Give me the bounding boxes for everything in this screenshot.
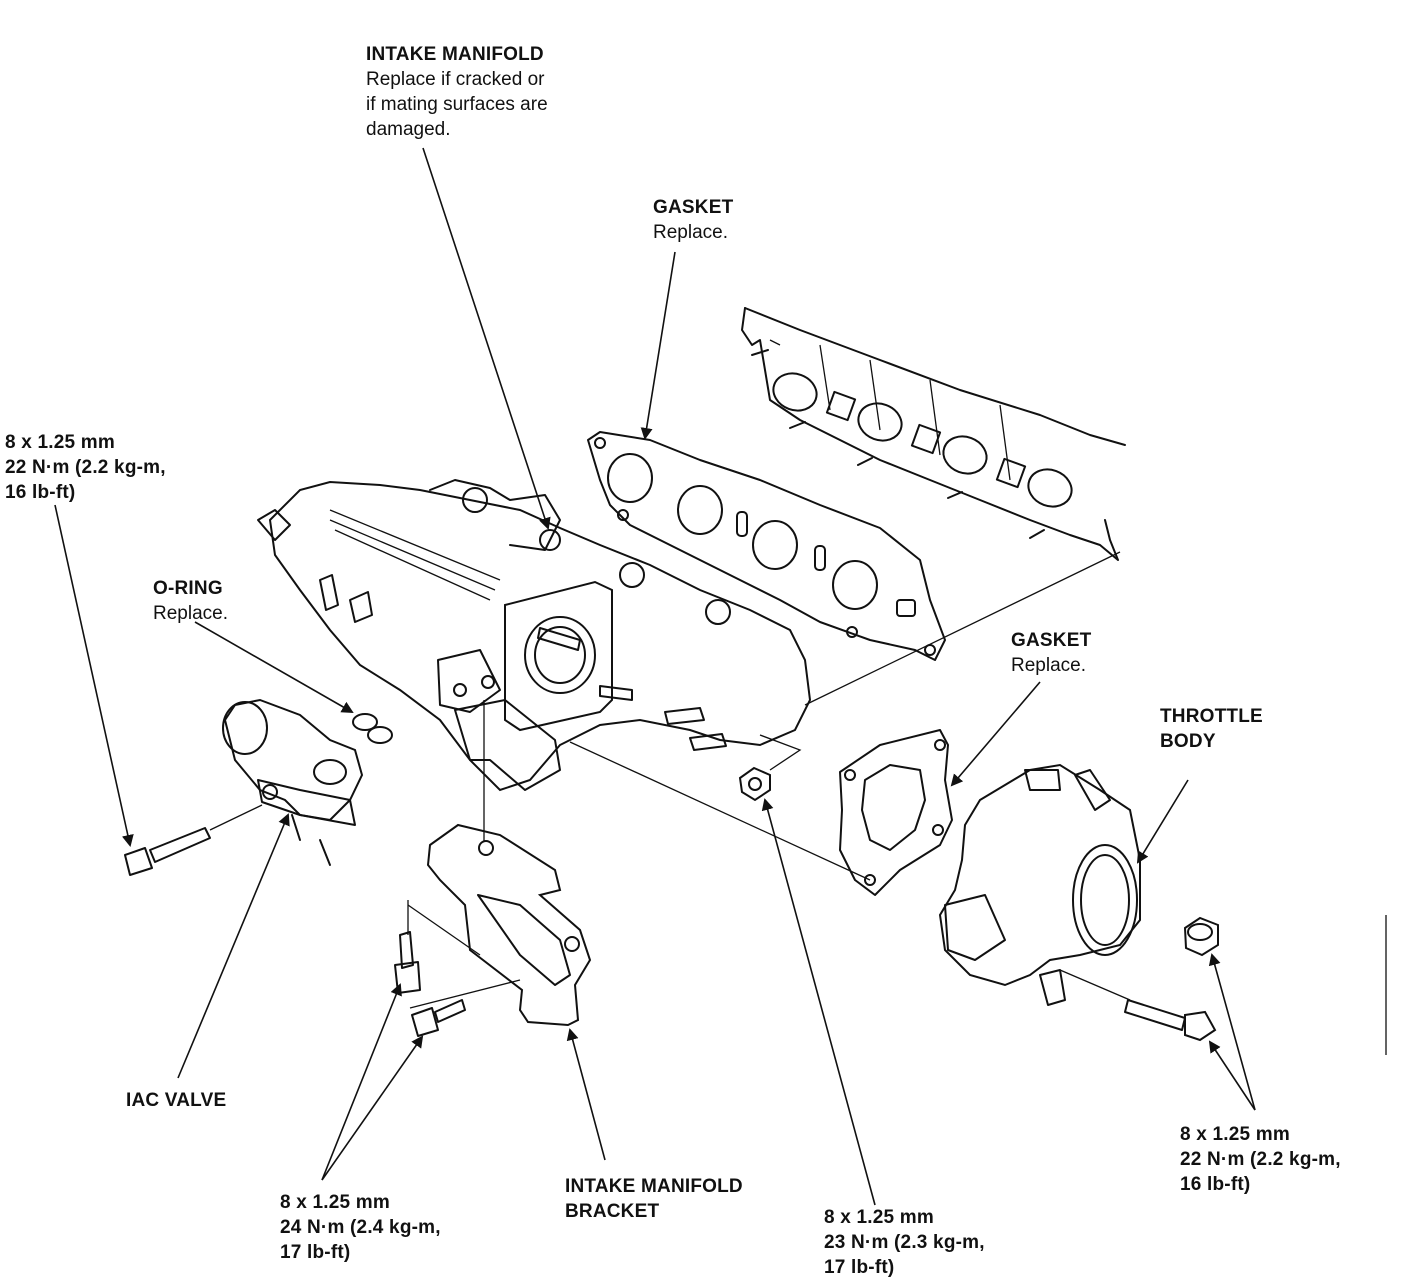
intake-manifold-note-line3: damaged. (366, 119, 451, 140)
throttle-body-line1: THROTTLE (1160, 706, 1263, 727)
center-nut-spec-label: 8 x 1.25 mm 23 N·m (2.3 kg-m, 17 lb-ft) (824, 1205, 985, 1280)
bracket-bolts (394, 900, 481, 1037)
bracket-bolt-spec-line2: 24 N·m (2.4 kg-m, (280, 1217, 441, 1238)
intake-manifold-note-line2: if mating surfaces are (366, 94, 548, 115)
intake-manifold-title: INTAKE MANIFOLD (366, 44, 544, 65)
intake-manifold-part (257, 479, 812, 792)
o-ring-label: O-RING Replace. (153, 576, 228, 626)
iac-bolt-spec-line1: 8 x 1.25 mm (5, 432, 115, 453)
gasket-upper (587, 431, 946, 661)
gasket-lower-note: Replace. (1011, 655, 1086, 676)
bracket-label: INTAKE MANIFOLD BRACKET (565, 1174, 743, 1224)
intake-manifold-note-line1: Replace if cracked or (366, 69, 545, 90)
iac-bolt-spec-label: 8 x 1.25 mm 22 N·m (2.2 kg-m, 16 lb-ft) (5, 430, 166, 505)
bracket-line1: INTAKE MANIFOLD (565, 1176, 743, 1197)
o-ring-title: O-RING (153, 578, 223, 599)
center-nut-spec-line3: 17 lb-ft) (824, 1257, 895, 1278)
iac-bolt (124, 804, 263, 876)
throttle-body-label: THROTTLE BODY (1160, 704, 1263, 754)
gasket-upper-label: GASKET Replace. (653, 195, 733, 245)
throttle-bolt-spec-line2: 22 N·m (2.2 kg-m, (1180, 1149, 1341, 1170)
throttle-bolt-spec-label: 8 x 1.25 mm 22 N·m (2.2 kg-m, 16 lb-ft) (1180, 1122, 1341, 1197)
iac-bolt-spec-line2: 22 N·m (2.2 kg-m, (5, 457, 166, 478)
throttle-bolt-spec-line1: 8 x 1.25 mm (1180, 1124, 1290, 1145)
throttle-body-line2: BODY (1160, 731, 1216, 752)
gasket-lower (839, 729, 953, 896)
throttle-bolts (1124, 916, 1219, 1042)
center-nut-spec-line1: 8 x 1.25 mm (824, 1207, 934, 1228)
iac-valve-label: IAC VALVE (126, 1088, 226, 1113)
center-nut (738, 734, 802, 802)
bracket-bolt-spec-line3: 17 lb-ft) (280, 1242, 351, 1263)
bracket-bolt-spec-line1: 8 x 1.25 mm (280, 1192, 390, 1213)
gasket-upper-note: Replace. (653, 222, 728, 243)
alignment-lines (409, 551, 1131, 1009)
throttle-bolt-spec-line3: 16 lb-ft) (1180, 1174, 1251, 1195)
gasket-upper-title: GASKET (653, 197, 734, 218)
iac-valve-part (222, 698, 393, 866)
iac-valve-title: IAC VALVE (126, 1090, 227, 1111)
cylinder-head (741, 307, 1126, 561)
gasket-lower-label: GASKET Replace. (1011, 628, 1091, 678)
o-ring-note: Replace. (153, 603, 228, 624)
leader-lines (54, 147, 1256, 1206)
intake-manifold-label: INTAKE MANIFOLD Replace if cracked or if… (366, 42, 548, 142)
bracket-bolt-spec-label: 8 x 1.25 mm 24 N·m (2.4 kg-m, 17 lb-ft) (280, 1190, 441, 1265)
iac-bolt-spec-line3: 16 lb-ft) (5, 482, 76, 503)
gasket-lower-title: GASKET (1011, 630, 1092, 651)
bracket-line2: BRACKET (565, 1201, 660, 1222)
throttle-body-part (938, 763, 1141, 1006)
intake-manifold-bracket-part (426, 700, 592, 1027)
center-nut-spec-line2: 23 N·m (2.3 kg-m, (824, 1232, 985, 1253)
